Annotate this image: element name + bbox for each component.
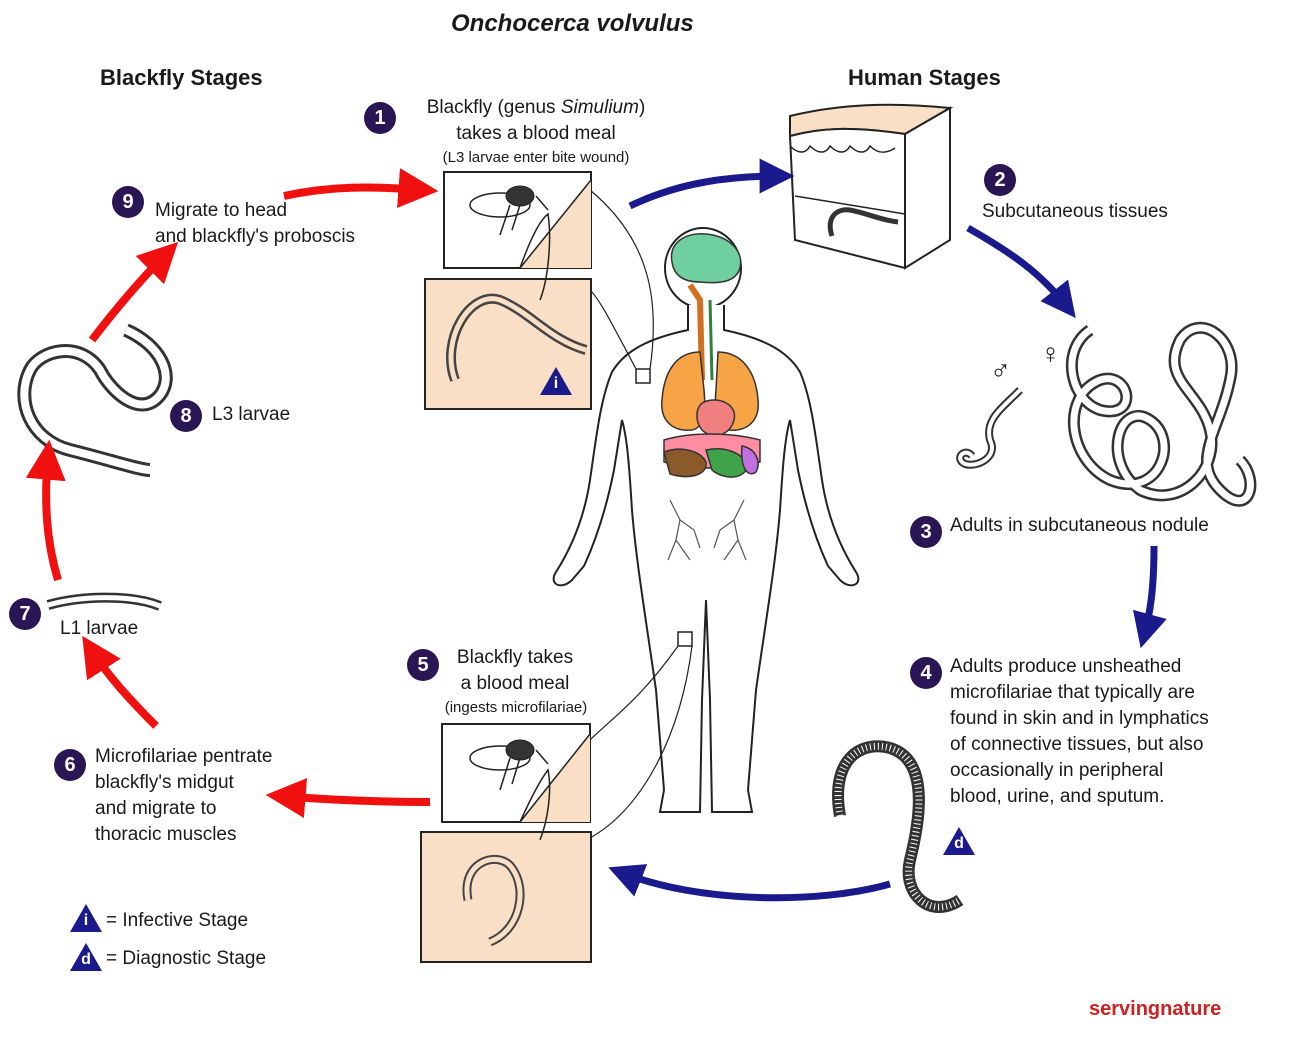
step-4-line: microfilariae that typically are [950, 682, 1195, 703]
step-4-line: found in skin and in lymphatics [950, 708, 1209, 729]
adult-worms [956, 321, 1257, 507]
step-9-badge: 9 [112, 186, 144, 218]
infective-triangle-icon [70, 904, 102, 932]
infective-triangle-icon [540, 367, 572, 395]
step-5-note: (ingests microfilariae) [444, 699, 588, 716]
diagnostic-stage-marker: d [942, 826, 976, 856]
step-8-badge: 8 [170, 400, 202, 432]
human-body [552, 189, 860, 839]
step-7-badge: 7 [9, 598, 41, 630]
legend-infective-text: = Infective Stage [106, 910, 249, 931]
panel-blackfly-bite-bottom [441, 723, 591, 823]
microfilaria-large [832, 740, 964, 913]
step-7-label: L1 larvae [60, 618, 139, 639]
female-symbol: ♀ [1040, 338, 1061, 369]
legend-infective-letter: i [83, 912, 89, 929]
male-symbol: ♂ [990, 355, 1011, 386]
panel-blackfly-bite-top [443, 171, 592, 269]
step-1-text-pre: Blackfly (genus [426, 97, 561, 118]
step-8-label: L3 larvae [212, 404, 291, 425]
step-3-label: Adults in subcutaneous nodule [950, 515, 1209, 536]
step-6-line: Microfilariae pentrate [95, 746, 273, 767]
l1-larvae-worm [46, 592, 162, 611]
step-9-label: Migrate to head and blackfly's proboscis [155, 198, 355, 250]
human-stage-arrows [608, 158, 1167, 902]
step-6-line: thoracic muscles [95, 824, 237, 845]
step-1-genus: Simulium [560, 97, 639, 118]
step-1-text-post: ) [638, 97, 646, 118]
step-5-badge: 5 [407, 649, 439, 681]
step-4-badge: 4 [910, 657, 942, 689]
legend-diagnostic-letter: d [81, 951, 91, 968]
blackfly-stage-arrows [25, 168, 439, 818]
step-6-label: Microfilariae pentrate blackfly's midgut… [95, 744, 272, 848]
step-1-note: (L3 larvae enter bite wound) [442, 149, 630, 166]
step-5-line-2: a blood meal [460, 673, 570, 694]
step-6-line: blackfly's midgut [95, 772, 234, 793]
step-2-badge: 2 [984, 164, 1016, 196]
step-4-line: Adults produce unsheathed [950, 656, 1182, 677]
diagnostic-triangle-icon [70, 943, 102, 971]
step-1-badge: 1 [364, 102, 396, 134]
step-9-line: and blackfly's proboscis [155, 226, 356, 247]
step-4-line: blood, urine, and sputum. [950, 786, 1165, 807]
diagnostic-marker-letter: d [954, 835, 964, 852]
heading-human-stages: Human Stages [848, 65, 1001, 90]
step-5-line-1: Blackfly takes [456, 647, 574, 668]
step-9-line: Migrate to head [155, 200, 288, 221]
step-3-badge: 3 [910, 516, 942, 548]
l3-larvae-worm [17, 323, 173, 477]
step-6-line: and migrate to [95, 798, 217, 819]
panel-microfilaria-bottom [420, 768, 592, 963]
infective-stage-marker: i [539, 366, 573, 396]
step-2-label: Subcutaneous tissues [982, 201, 1168, 222]
step-5-label: Blackfly takes a blood meal [430, 645, 600, 697]
step-4-line: of connective tissues, but also [950, 734, 1204, 755]
step-1-line-2: takes a blood meal [456, 123, 616, 144]
diagram-title: Onchocerca volvulus [451, 10, 694, 37]
credit-watermark: servingnature [1089, 998, 1222, 1020]
legend-infective-icon: i [69, 903, 103, 933]
diagnostic-triangle-icon [943, 827, 975, 855]
skin-block [788, 103, 954, 270]
step-6-badge: 6 [54, 749, 86, 781]
infective-marker-letter: i [553, 375, 559, 392]
step-4-line: occasionally in peripheral [950, 760, 1164, 781]
step-4-label: Adults produce unsheathed microfilariae … [950, 654, 1209, 810]
heading-blackfly-stages: Blackfly Stages [100, 65, 263, 90]
legend-diagnostic-icon: d [69, 942, 103, 972]
step-1-label: Blackfly (genus Simulium) takes a blood … [396, 95, 676, 147]
legend-diagnostic-text: = Diagnostic Stage [106, 948, 267, 969]
